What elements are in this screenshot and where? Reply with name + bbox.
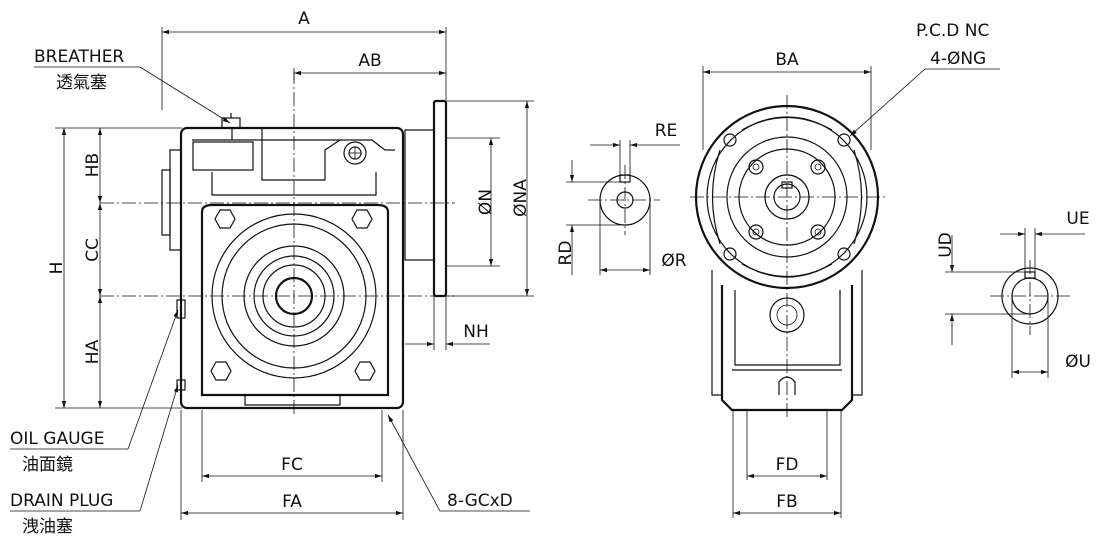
top-bolt (343, 141, 367, 165)
dim-A: A (298, 9, 310, 29)
callout-bolts: 8-GCxD (447, 491, 513, 511)
dim-RE: RE (655, 121, 678, 141)
dim-BA: BA (775, 50, 799, 70)
callout-drain-plug: DRAIN PLUG (10, 491, 113, 511)
dim-UD: UD (936, 232, 956, 258)
dim-R: ØR (661, 251, 686, 271)
pcd-hole-3 (723, 247, 737, 261)
callout-oil-gauge-cn: 油面鏡 (22, 455, 73, 475)
callout-pcd: P.C.D NC (916, 21, 989, 41)
dim-RD: RD (556, 241, 576, 266)
dim-FB: FB (776, 492, 797, 512)
hex-nut-bottom-left (210, 361, 232, 381)
dim-NH: NH (463, 322, 489, 342)
dim-HA: HA (83, 339, 103, 364)
shaft-detail-r: RE RD ØR (556, 121, 687, 275)
hex-nut-top-right (351, 209, 373, 229)
dim-NA: ØNA (511, 179, 531, 217)
dim-FD: FD (776, 455, 799, 475)
callout-drain-plug-cn: 洩油塞 (22, 517, 73, 537)
dim-AB: AB (358, 51, 381, 71)
front-view (100, 70, 455, 415)
dim-UE: UE (1066, 209, 1089, 229)
callout-holes: 4-ØNG (930, 49, 986, 69)
hex-nut-bottom-right (354, 361, 376, 381)
dim-FA: FA (282, 492, 302, 512)
dim-CC: CC (83, 238, 103, 262)
dim-H: H (47, 262, 67, 275)
front-dimensions: A AB H HB CC HA ØN ØNA NH (47, 9, 534, 520)
dim-N: ØN (476, 189, 496, 215)
callout-breather-cn: 透氣塞 (56, 73, 107, 93)
pcd-hole-4 (837, 247, 851, 261)
oil-gauge (176, 299, 186, 319)
pcd-hole-2 (837, 133, 851, 147)
dim-HB: HB (83, 153, 103, 177)
pcd-hole-1 (723, 133, 737, 147)
front-callouts: BREATHER 透氣塞 OIL GAUGE 油面鏡 DRAIN PLUG 洩油… (10, 47, 530, 537)
front-housing (179, 126, 405, 410)
side-view (690, 95, 885, 420)
callout-breather: BREATHER (34, 47, 124, 67)
input-flange (432, 99, 448, 298)
callout-oil-gauge: OIL GAUGE (10, 429, 104, 449)
dim-U: ØU (1065, 352, 1091, 372)
hex-nut-top-left (214, 209, 236, 229)
shaft-detail-u: UE UD ØU (936, 209, 1091, 378)
side-dimensions: BA FD FB P.C.D NC 4-ØNG (702, 21, 1000, 518)
dim-FC: FC (281, 455, 303, 475)
